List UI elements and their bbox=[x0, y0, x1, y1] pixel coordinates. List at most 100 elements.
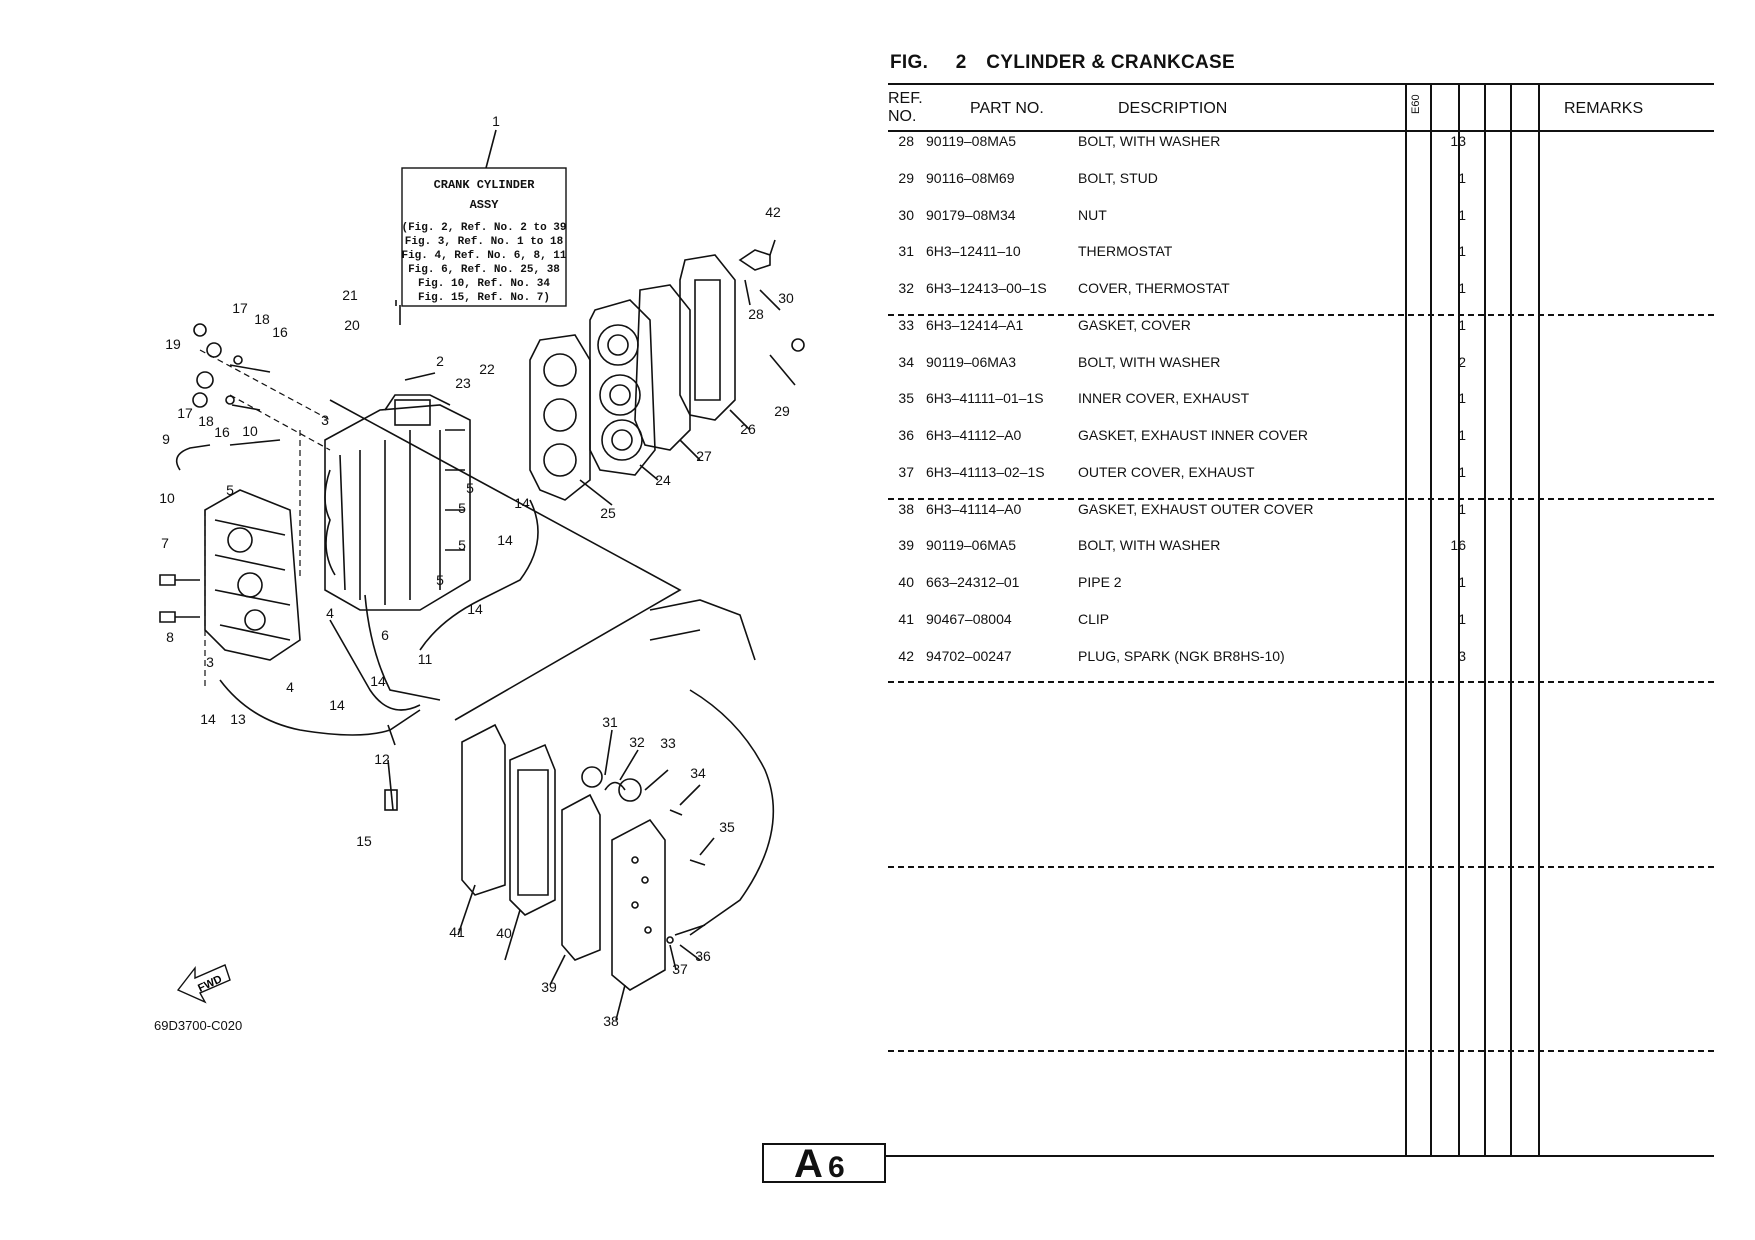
description: INNER COVER, EXHAUST bbox=[1078, 390, 1250, 407]
part-number: 6H3–41112–A0 bbox=[926, 427, 1022, 443]
part-reference-label: 14 bbox=[200, 711, 216, 727]
part-reference-label: 26 bbox=[740, 421, 756, 437]
part-reference-label: 21 bbox=[342, 287, 358, 303]
header-remarks: REMARKS bbox=[1564, 100, 1644, 117]
part-reference-label: 14 bbox=[329, 697, 345, 713]
ref-number: 40 bbox=[898, 574, 914, 590]
ref-number: 28 bbox=[898, 133, 914, 149]
figure-number: 2 bbox=[955, 52, 967, 73]
table-row: 40 663–24312–01 PIPE 2 1 bbox=[888, 574, 1714, 604]
part-reference-label: 18 bbox=[254, 311, 270, 327]
table-header: REF. NO. PART NO. DESCRIPTION E60 REMARK… bbox=[888, 84, 1714, 130]
part-reference-label: 27 bbox=[696, 448, 712, 464]
ref-number: 30 bbox=[898, 206, 914, 223]
description: OUTER COVER, EXHAUST bbox=[1078, 463, 1255, 480]
column-divider bbox=[1430, 83, 1432, 1155]
part-reference-label: 14 bbox=[497, 532, 513, 548]
description: NUT bbox=[1078, 206, 1107, 223]
ref-number: 34 bbox=[898, 353, 914, 370]
part-reference-label: 29 bbox=[774, 403, 790, 419]
part-number: 90119–06MA3 bbox=[926, 353, 1017, 370]
description: COVER, THERMOSTAT bbox=[1078, 280, 1230, 296]
part-reference-label: 10 bbox=[242, 423, 258, 439]
quantity: 1 bbox=[1458, 574, 1466, 590]
part-number: 6H3–41113–02–1S bbox=[926, 463, 1045, 480]
exploded-parts-diagram: CRANK CYLINDER ASSY (Fig. 2, Ref. No. 2 … bbox=[159, 113, 805, 1029]
assembly-callout-box bbox=[401, 167, 567, 307]
part-number: 663–24312–01 bbox=[926, 574, 1020, 590]
part-reference-label: 12 bbox=[374, 751, 390, 767]
quantity: 3 bbox=[1458, 647, 1466, 664]
part-number: 6H3–41114–A0 bbox=[926, 500, 1022, 517]
quantity: 13 bbox=[1450, 133, 1466, 149]
part-reference-label: 5 bbox=[226, 482, 234, 498]
part-reference-label: 20 bbox=[344, 317, 360, 333]
part-number: 94702–00247 bbox=[926, 647, 1012, 664]
description: CLIP bbox=[1078, 610, 1110, 627]
part-reference-label: 23 bbox=[455, 375, 471, 391]
part-reference-label: 24 bbox=[655, 472, 671, 488]
callout-text: Fig. 3, Ref. No. 1 to 18 bbox=[405, 236, 564, 248]
quantity: 1 bbox=[1458, 390, 1466, 407]
part-reference-label: 7 bbox=[161, 535, 169, 551]
quantity: 1 bbox=[1458, 206, 1466, 223]
part-reference-label: 14 bbox=[467, 601, 483, 617]
part-reference-label: 3 bbox=[206, 654, 214, 670]
part-reference-label: 40 bbox=[496, 925, 512, 941]
quantity: 2 bbox=[1458, 353, 1466, 370]
part-reference-label: 32 bbox=[629, 734, 645, 750]
part-reference-label: 35 bbox=[719, 819, 735, 835]
part-reference-label: 39 bbox=[541, 979, 557, 995]
description: BOLT, WITH WASHER bbox=[1078, 537, 1221, 554]
part-reference-label: 38 bbox=[603, 1013, 619, 1029]
part-reference-label: 41 bbox=[449, 924, 465, 940]
callout-text: Fig. 15, Ref. No. 7) bbox=[418, 292, 550, 304]
ref-number: 35 bbox=[898, 390, 914, 407]
part-number: 6H3–12414–A1 bbox=[926, 316, 1024, 333]
part-reference-label: 18 bbox=[198, 413, 214, 429]
part-reference-label: 6 bbox=[381, 627, 389, 643]
quantity: 1 bbox=[1458, 280, 1466, 296]
part-reference-label: 36 bbox=[695, 948, 711, 964]
description: PIPE 2 bbox=[1078, 574, 1122, 590]
column-divider bbox=[1538, 83, 1540, 1155]
group-separator bbox=[888, 498, 1714, 500]
part-reference-label: 34 bbox=[690, 765, 706, 781]
part-reference-label: 4 bbox=[286, 679, 294, 695]
ref-number: 38 bbox=[898, 500, 914, 517]
figure-name: CYLINDER & CRANKCASE bbox=[986, 52, 1236, 73]
fwd-arrow-icon bbox=[176, 964, 231, 1004]
quantity: 1 bbox=[1458, 463, 1466, 480]
header-model: E60 bbox=[1410, 94, 1422, 114]
callout-text: Fig. 10, Ref. No. 34 bbox=[418, 278, 550, 290]
part-reference-label: 14 bbox=[370, 673, 386, 689]
column-divider bbox=[1405, 83, 1407, 1155]
part-reference-label: 31 bbox=[602, 714, 618, 730]
table-row: 42 94702–00247 PLUG, SPARK (NGK BR8HS-10) 3 bbox=[888, 648, 1714, 678]
page-number-badge: A 6 bbox=[762, 1142, 886, 1186]
part-reference-label: 30 bbox=[778, 290, 794, 306]
quantity: 1 bbox=[1458, 427, 1466, 443]
part-reference-label: 11 bbox=[418, 651, 433, 667]
header-part-no: PART NO. bbox=[970, 100, 1044, 117]
quantity: 1 bbox=[1458, 316, 1466, 333]
page-letter: A bbox=[794, 1142, 823, 1186]
part-reference-label: 5 bbox=[458, 500, 466, 516]
part-number: 90119–06MA5 bbox=[926, 537, 1017, 554]
ref-number: 37 bbox=[898, 463, 914, 480]
ref-number: 42 bbox=[898, 647, 914, 664]
quantity: 1 bbox=[1458, 500, 1466, 517]
group-separator bbox=[888, 681, 1714, 683]
part-reference-label: 19 bbox=[165, 336, 181, 352]
description: PLUG, SPARK (NGK BR8HS-10) bbox=[1078, 647, 1285, 664]
table-row: 37 6H3–41113–02–1S OUTER COVER, EXHAUST 1 bbox=[888, 464, 1714, 494]
callout-text: Fig. 6, Ref. No. 25, 38 bbox=[408, 264, 560, 276]
ref-number: 29 bbox=[898, 169, 914, 186]
